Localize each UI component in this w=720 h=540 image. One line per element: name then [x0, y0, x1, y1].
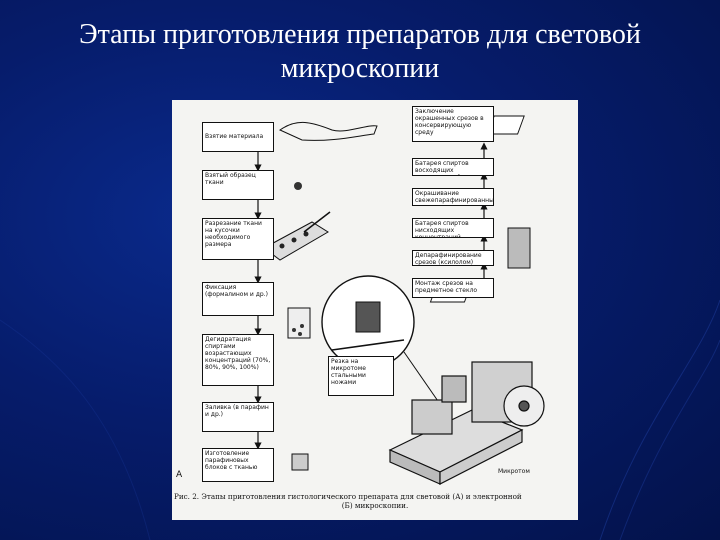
step-right-2: Батарея спиртов восходящих концентраций [412, 158, 494, 176]
figure-letter-a: А [176, 470, 182, 480]
step-left-5: Дегидратация спиртами возрастающих конце… [202, 334, 274, 386]
tissue-sample-icon [294, 182, 302, 190]
figure-caption-line1: Рис. 2. Этапы приготовления гистологичес… [174, 492, 522, 501]
step-right-5: Депарафинирование срезов (ксилолом) [412, 250, 494, 266]
paraffin-block-icon [292, 454, 308, 470]
figure-caption-line2: (Б) микроскопии. [174, 501, 576, 510]
step-left-6: Заливка (в парафин и др.) [202, 402, 274, 432]
step-left-3: Разрезание ткани на кусочки необходимого… [202, 218, 274, 260]
step-right-6: Монтаж срезов на предметное стекло [412, 278, 494, 298]
step-left-4: Фиксация (формалином и др.) [202, 282, 274, 316]
slide-title-line2: микроскопии [0, 52, 720, 86]
slide-title-line1: Этапы приготовления препаратов для свето… [0, 18, 720, 52]
figure-caption: Рис. 2. Этапы приготовления гистологичес… [174, 492, 576, 510]
figure-image: Взятие материала Взятый образец ткани Ра… [172, 100, 578, 520]
microtome-label: Микротом [498, 468, 530, 475]
slide-title: Этапы приготовления препаратов для свето… [0, 18, 720, 86]
step-left-1: Взятие материала [202, 122, 274, 152]
step-left-2: Взятый образец ткани [202, 170, 274, 200]
step-left-7: Изготовление парафиновых блоков с тканью [202, 448, 274, 482]
step-right-1: Заключение окрашенных срезов в консервир… [412, 106, 494, 142]
microtome-illustration [390, 362, 544, 484]
step-right-3: Окрашивание свежепарафинированных срезов… [412, 188, 494, 206]
hand-illustration [280, 122, 377, 140]
slide-rack-icon [508, 228, 530, 268]
microtome-cut-label: Резка на микротоме стальными ножами [328, 356, 394, 396]
step-right-4: Батарея спиртов нисходящих концентраций [412, 218, 494, 238]
